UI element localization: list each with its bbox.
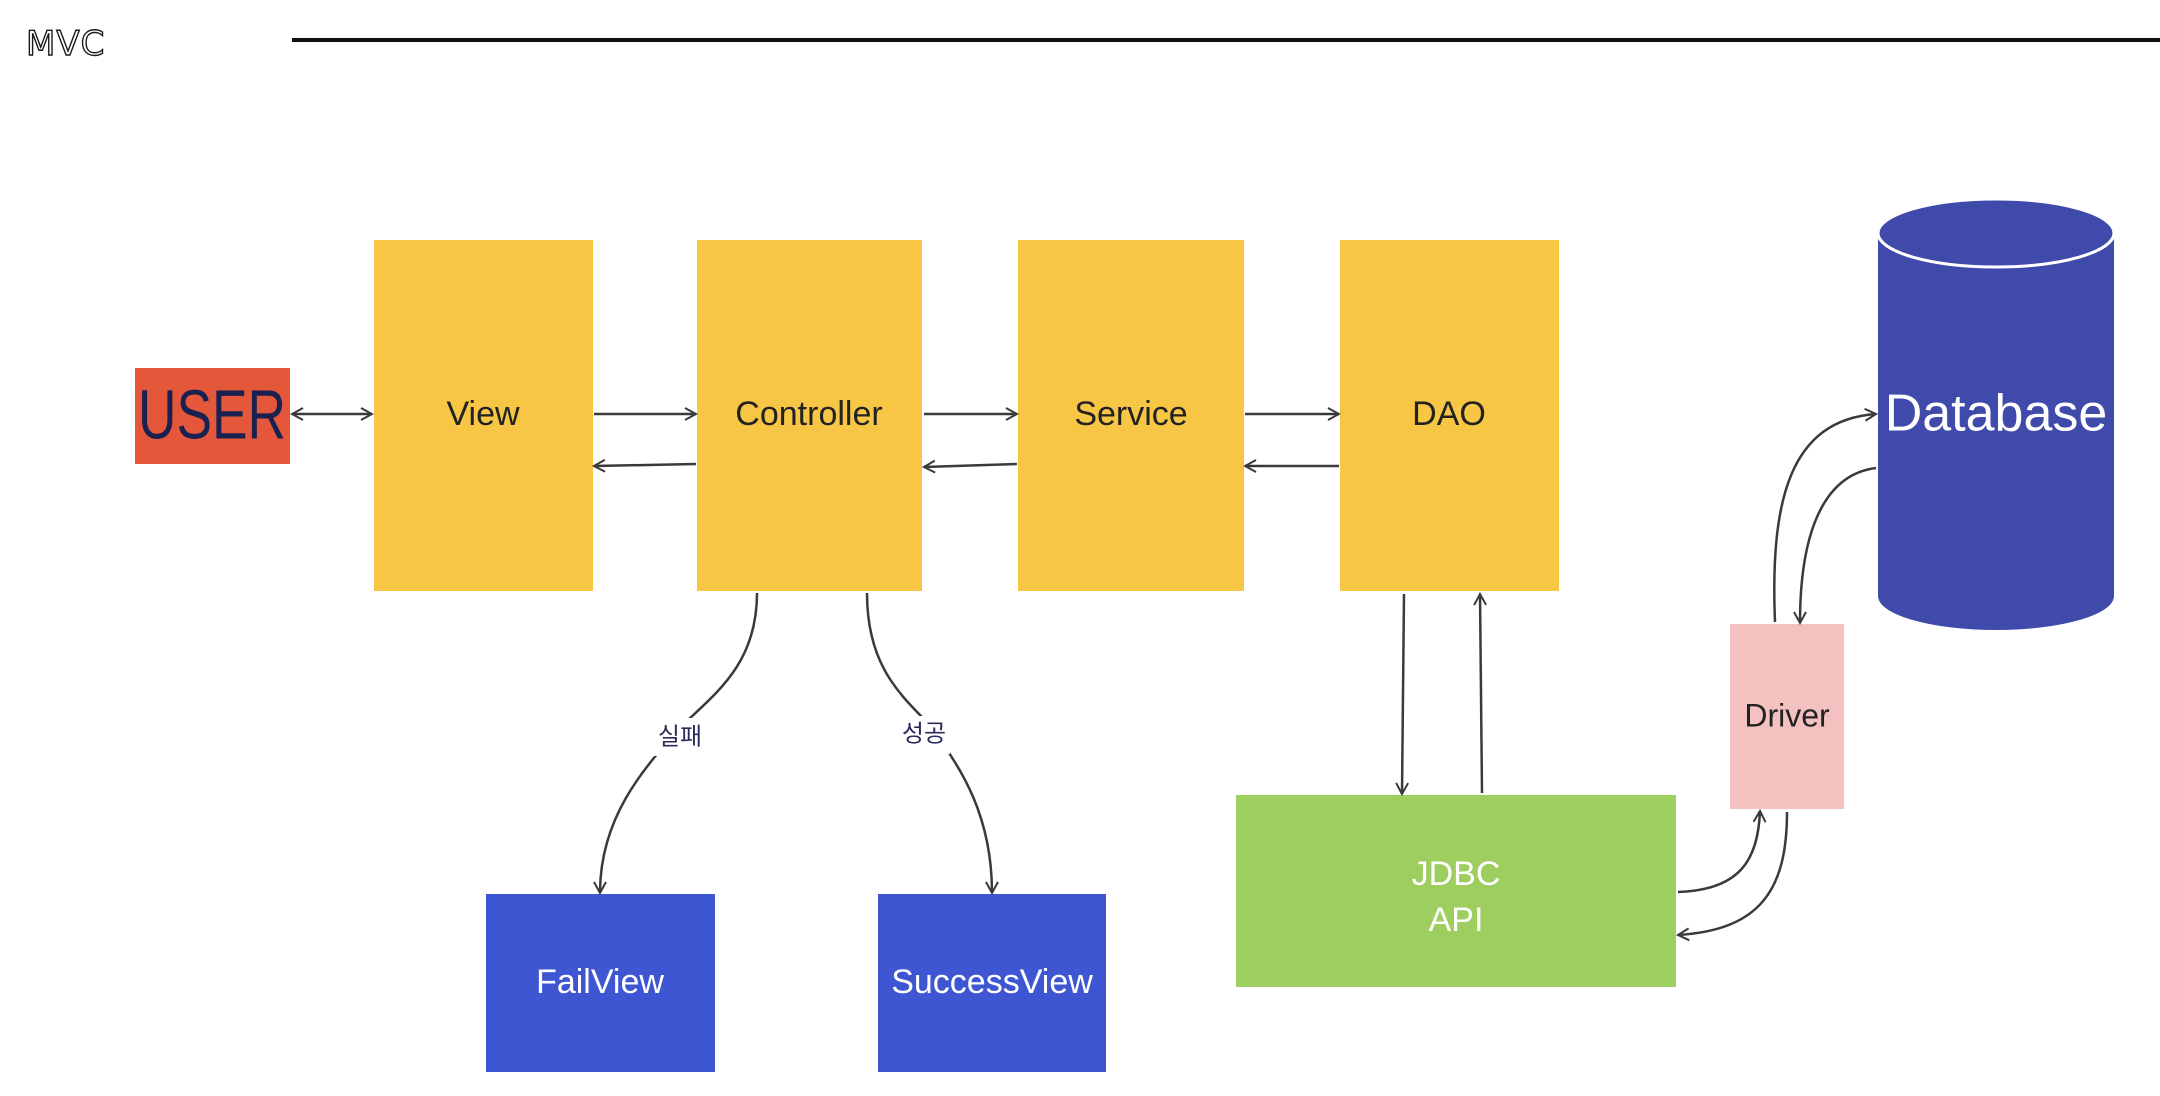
success-edge-label: 성공	[902, 720, 946, 747]
database-node: Database	[1876, 197, 2116, 630]
failview-label: FailView	[536, 963, 664, 1001]
successview-label: SuccessView	[891, 963, 1093, 1001]
fail-label-bg	[654, 718, 706, 756]
edge-driver-to-database	[1773, 414, 1876, 623]
dao-box	[1340, 240, 1559, 591]
edge-service-to-controller	[924, 464, 1018, 467]
edge-driver-to-jdbc	[1678, 811, 1789, 935]
jdbc-api-label-line1: JDBC	[1412, 855, 1501, 893]
dao-node: DAO	[1340, 240, 1559, 591]
database-cylinder-body	[1878, 233, 2114, 630]
jdbc-api-node: JDBC API	[1236, 795, 1676, 987]
driver-label: Driver	[1744, 697, 1830, 733]
controller-node: Controller	[697, 240, 922, 591]
fail-edge-label: 실패	[658, 723, 702, 750]
successview-node: SuccessView	[878, 894, 1106, 1072]
driver-node: Driver	[1730, 624, 1844, 809]
view-label: View	[446, 395, 520, 433]
edge-controller-to-view	[594, 464, 697, 466]
service-label: Service	[1074, 395, 1187, 433]
edge-dao-to-jdbc	[1402, 593, 1404, 794]
successview-box	[878, 894, 1106, 1072]
user-box	[135, 368, 290, 464]
page-title: MVC	[25, 23, 106, 64]
dao-label: DAO	[1412, 395, 1486, 433]
driver-box	[1730, 624, 1844, 809]
edge-jdbc-to-dao	[1480, 594, 1482, 794]
edge-jdbc-to-driver	[1677, 811, 1760, 894]
view-node: View	[374, 240, 593, 591]
failview-box	[486, 894, 715, 1072]
database-cylinder-top	[1876, 197, 2116, 269]
success-label-bg	[898, 716, 950, 754]
view-box	[374, 240, 593, 591]
edge-database-to-driver	[1800, 466, 1877, 623]
service-node: Service	[1018, 240, 1244, 591]
jdbc-api-label-line2: API	[1429, 901, 1484, 939]
user-label: USER	[138, 375, 286, 453]
title-divider	[292, 38, 2160, 42]
failview-node: FailView	[486, 894, 715, 1072]
database-label: Database	[1885, 385, 2108, 443]
jdbc-api-box	[1236, 795, 1676, 987]
service-box	[1018, 240, 1244, 591]
controller-label: Controller	[735, 395, 882, 433]
user-node: USER	[135, 368, 290, 464]
controller-box	[697, 240, 922, 591]
